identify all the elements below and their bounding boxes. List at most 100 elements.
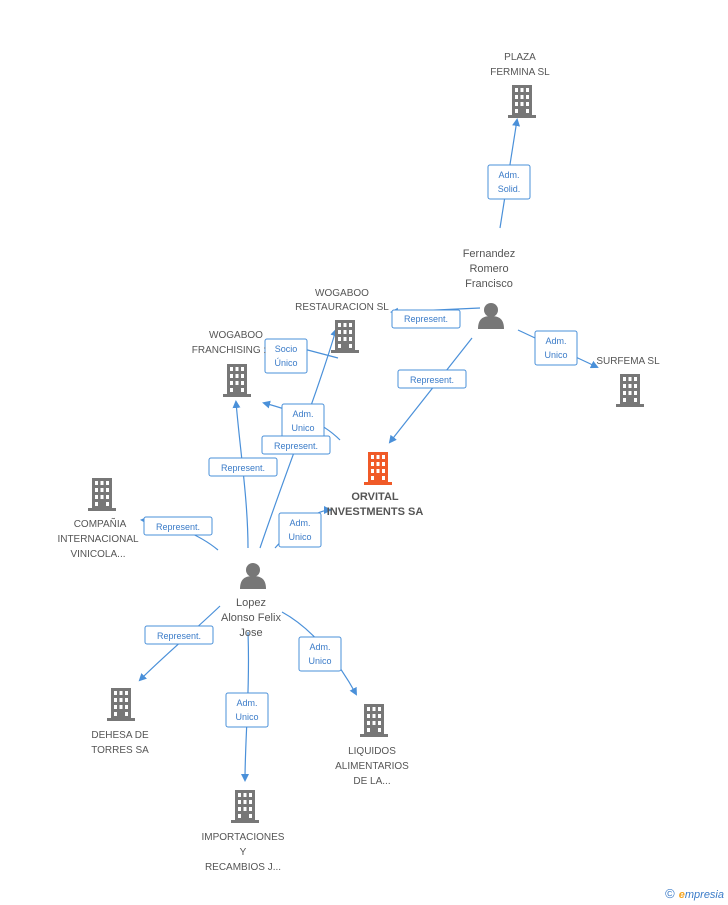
label-line: Solid. — [498, 184, 521, 194]
node-compania[interactable]: COMPAÑIA INTERNACIONAL VINICOLA... — [57, 478, 139, 560]
label-line: Adm. — [498, 170, 519, 180]
label-line: Represent. — [157, 631, 201, 641]
label-line: Represent. — [410, 375, 454, 385]
label-line: Unico — [308, 656, 331, 666]
label-line: Represent. — [221, 463, 265, 473]
node-label: Alonso Felix — [221, 612, 281, 624]
edge-label-adm-solid[interactable]: Adm. Solid. — [487, 164, 531, 200]
label-box — [261, 435, 331, 455]
label-box — [264, 338, 308, 374]
label-box — [487, 164, 531, 200]
node-label: DE LA... — [353, 776, 390, 787]
node-label: Francisco — [465, 278, 513, 290]
node-importaciones[interactable]: IMPORTACIONES Y RECAMBIOS J... — [202, 790, 285, 873]
person-icon — [240, 563, 266, 589]
label-line: Represent. — [404, 314, 448, 324]
label-line: Represent. — [274, 441, 318, 451]
label-line: Unico — [291, 423, 314, 433]
label-box — [397, 369, 467, 389]
edge-label-socio-unico[interactable]: Socio Único — [264, 338, 308, 374]
building-icon — [364, 452, 392, 485]
node-label: Romero — [469, 263, 508, 275]
label-line: Represent. — [156, 522, 200, 532]
node-label: Jose — [239, 627, 262, 639]
node-surfema[interactable]: SURFEMA SL — [596, 356, 660, 407]
node-orvital[interactable]: ORVITAL INVESTMENTS SA — [327, 452, 424, 518]
node-plaza-fermina[interactable]: PLAZA FERMINA SL — [490, 52, 550, 118]
label-box — [143, 516, 213, 536]
edge-label-represent-compania[interactable]: Represent. — [143, 516, 213, 536]
building-icon — [231, 790, 259, 823]
node-label: Lopez — [236, 597, 266, 609]
person-icon — [478, 303, 504, 329]
node-label: WOGABOO — [315, 288, 369, 299]
node-label: WOGABOO — [209, 330, 263, 341]
edges — [138, 118, 599, 782]
label-line: Adm. — [292, 409, 313, 419]
edge-labels: Adm. Solid. Represent. Adm. Unico Repres… — [143, 164, 578, 728]
node-label: TORRES SA — [91, 745, 149, 756]
brand-name: mpresia — [684, 889, 724, 901]
node-label: SURFEMA SL — [596, 356, 660, 367]
node-label: INTERNACIONAL — [57, 534, 139, 545]
copyright-icon: © — [665, 886, 675, 901]
node-label: ALIMENTARIOS — [335, 761, 409, 772]
building-icon — [223, 364, 251, 397]
node-wogaboo-franchising[interactable]: WOGABOO FRANCHISING : — [192, 330, 266, 397]
node-lopez[interactable]: Lopez Alonso Felix Jose — [221, 563, 281, 639]
edge-label-adm-unico-liquidos[interactable]: Adm. Unico — [298, 636, 342, 672]
node-liquidos[interactable]: LIQUIDOS ALIMENTARIOS DE LA... — [335, 704, 409, 787]
edge-fernandez-orvital — [388, 337, 473, 444]
node-label: FERMINA SL — [490, 67, 550, 78]
label-box — [391, 309, 461, 329]
edge-label-adm-unico-orvital[interactable]: Adm. Unico — [278, 512, 322, 548]
label-box — [225, 692, 269, 728]
building-icon — [508, 85, 536, 118]
building-icon — [107, 688, 135, 721]
empresia-logo[interactable]: ©empresia — [665, 886, 724, 901]
node-label: PLAZA — [504, 52, 536, 63]
label-box — [534, 330, 578, 366]
building-icon — [360, 704, 388, 737]
building-icon — [616, 374, 644, 407]
node-label: RESTAURACION SL — [295, 302, 389, 313]
node-label: COMPAÑIA — [74, 517, 127, 530]
label-line: Único — [274, 358, 297, 368]
label-box — [278, 512, 322, 548]
edge-label-represent-lopez-wr[interactable]: Represent. — [261, 435, 331, 455]
label-box — [208, 457, 278, 477]
node-label: FRANCHISING : — [192, 345, 266, 356]
node-label: INVESTMENTS SA — [327, 506, 424, 518]
label-line: Unico — [544, 350, 567, 360]
label-line: Unico — [235, 712, 258, 722]
label-box — [298, 636, 342, 672]
label-line: Socio — [275, 344, 298, 354]
edge-label-adm-unico-surfema[interactable]: Adm. Unico — [534, 330, 578, 366]
label-box — [144, 625, 214, 645]
edge-label-represent-wr[interactable]: Represent. — [391, 309, 461, 329]
label-line: Adm. — [289, 518, 310, 528]
node-label: LIQUIDOS — [348, 746, 396, 757]
label-line: Unico — [288, 532, 311, 542]
node-label: IMPORTACIONES — [202, 832, 285, 843]
node-label: DEHESA DE — [91, 730, 149, 741]
label-line: Adm. — [545, 336, 566, 346]
node-fernandez[interactable]: Fernandez Romero Francisco — [463, 248, 516, 329]
node-wogaboo-restauracion[interactable]: WOGABOO RESTAURACION SL — [295, 288, 389, 353]
edge-label-represent-orvital[interactable]: Represent. — [397, 369, 467, 389]
building-icon — [88, 478, 116, 511]
node-dehesa[interactable]: DEHESA DE TORRES SA — [91, 688, 149, 756]
edge-label-represent-dehesa[interactable]: Represent. — [144, 625, 214, 645]
node-label: Y — [240, 847, 247, 858]
node-label: RECAMBIOS J... — [205, 862, 281, 873]
node-label: VINICOLA... — [70, 549, 125, 560]
node-label: Fernandez — [463, 248, 516, 260]
building-icon — [331, 320, 359, 353]
edge-label-adm-unico-importaciones[interactable]: Adm. Unico — [225, 692, 269, 728]
label-line: Adm. — [309, 642, 330, 652]
label-line: Adm. — [236, 698, 257, 708]
brand-e: e — [678, 889, 685, 901]
edge-label-represent-lopez-wf[interactable]: Represent. — [208, 457, 278, 477]
edge-label-adm-unico-wf[interactable]: Adm. Unico — [281, 403, 325, 439]
